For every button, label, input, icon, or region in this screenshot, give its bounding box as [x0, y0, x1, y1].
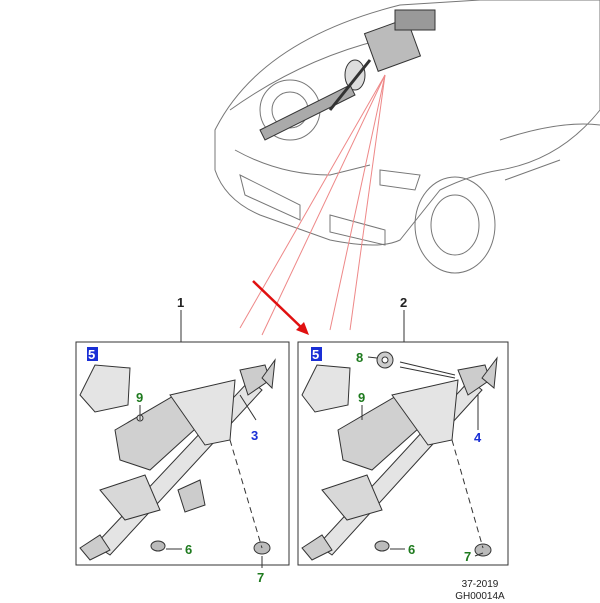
steering-system-overview [259, 9, 436, 141]
callout-6a: 6 [185, 542, 192, 557]
callout-8: 8 [356, 350, 363, 365]
callout-5a: 5 [88, 347, 95, 362]
leader-lines [239, 74, 386, 336]
steering-column-1 [79, 358, 276, 561]
callout-6b: 6 [408, 542, 415, 557]
illustration-id: GH00014A [455, 591, 505, 602]
callout-4: 4 [474, 430, 482, 445]
highlight-box-5b [311, 347, 322, 361]
callout-9b: 9 [358, 390, 365, 405]
callout-3: 3 [251, 428, 258, 443]
callout-5b: 5 [312, 347, 319, 362]
callout-9a: 9 [136, 390, 143, 405]
steering-column-2 [301, 351, 498, 561]
panel-variant-1 [75, 341, 290, 566]
callout-7b: 7 [464, 549, 471, 564]
callout-1: 1 [177, 295, 184, 310]
panel-variant-2 [297, 341, 509, 566]
callout-7a: 7 [257, 570, 264, 585]
date-code: 37-2019 [461, 579, 499, 590]
callout-2: 2 [400, 295, 407, 310]
highlight-box-5a [87, 347, 98, 361]
red-arrow [252, 280, 309, 335]
